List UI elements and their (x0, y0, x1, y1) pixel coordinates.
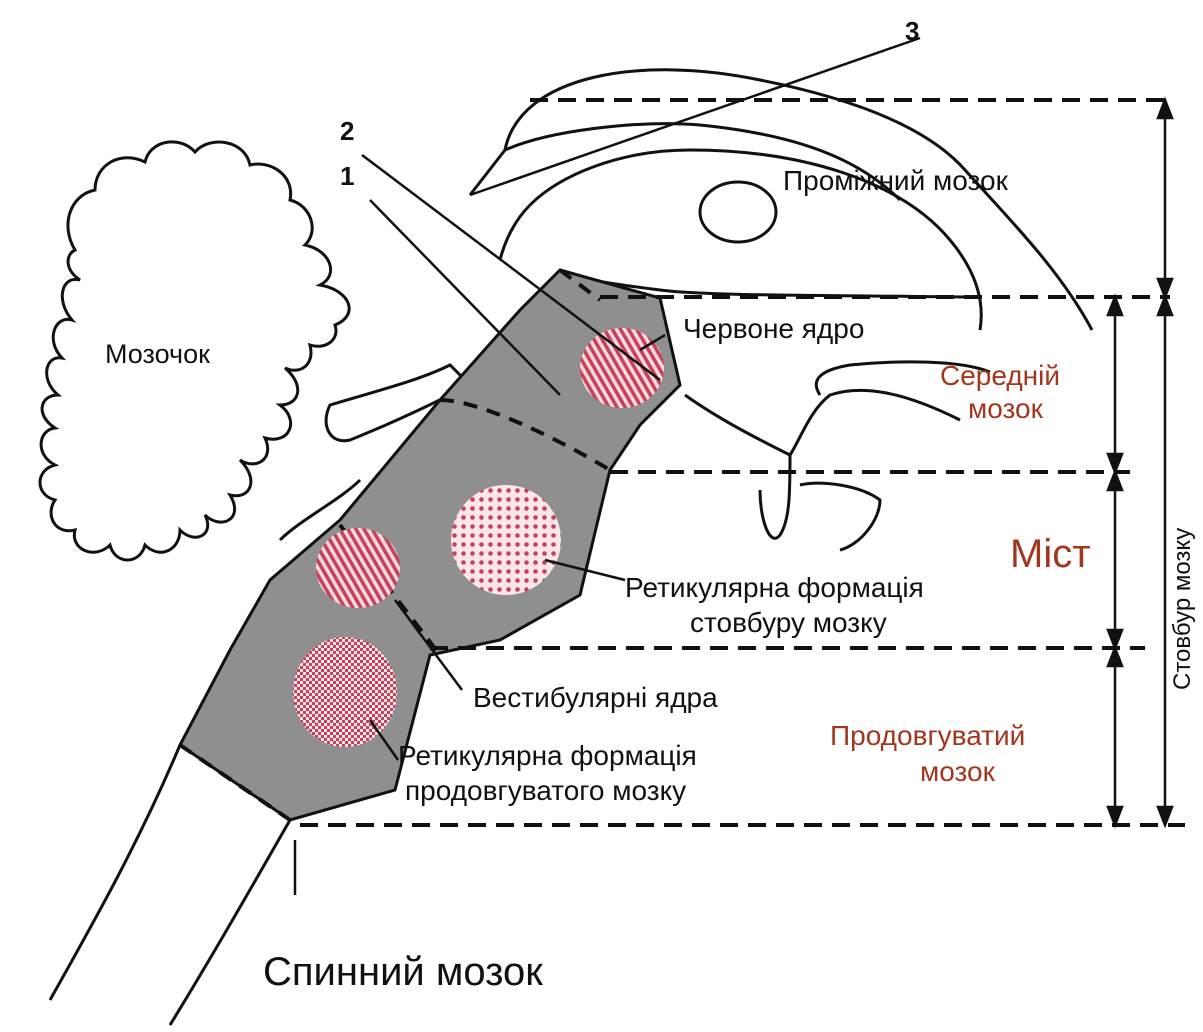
number-3: 3 (905, 16, 919, 46)
number-1: 1 (340, 161, 354, 191)
label-spinal-cord: Спинний мозок (263, 950, 543, 994)
label-diencephalon: Проміжний мозок (783, 165, 1009, 196)
vestibular-nucleus (316, 528, 400, 608)
label-medulla-line1: Продовгуватий (830, 720, 1025, 751)
label-cerebellum: Мозочок (105, 339, 210, 369)
label-reticular-medulla-line2: продовгуватого мозку (405, 775, 686, 806)
red-nucleus (580, 328, 664, 408)
reticular-formation-medulla (293, 637, 397, 747)
number-2: 2 (340, 116, 354, 146)
label-reticular-brainstem-line1: Ретикулярна формація (625, 572, 924, 603)
label-reticular-brainstem-line2: стовбуру мозку (690, 607, 887, 638)
label-reticular-medulla-line1: Ретикулярна формація (398, 740, 697, 771)
label-red-nucleus: Червоне ядро (683, 313, 864, 344)
label-brainstem: Стовбур мозку (1169, 528, 1196, 690)
dimension-arrows (1108, 100, 1172, 825)
label-medulla-line2: мозок (920, 756, 996, 787)
label-midbrain-line2: мозок (968, 393, 1044, 424)
label-vestibular-nuclei: Вестибулярні ядра (473, 682, 718, 713)
reticular-formation-brainstem (451, 485, 561, 595)
label-pons: Міст (1010, 532, 1091, 576)
label-midbrain-line1: Середній (940, 360, 1060, 391)
